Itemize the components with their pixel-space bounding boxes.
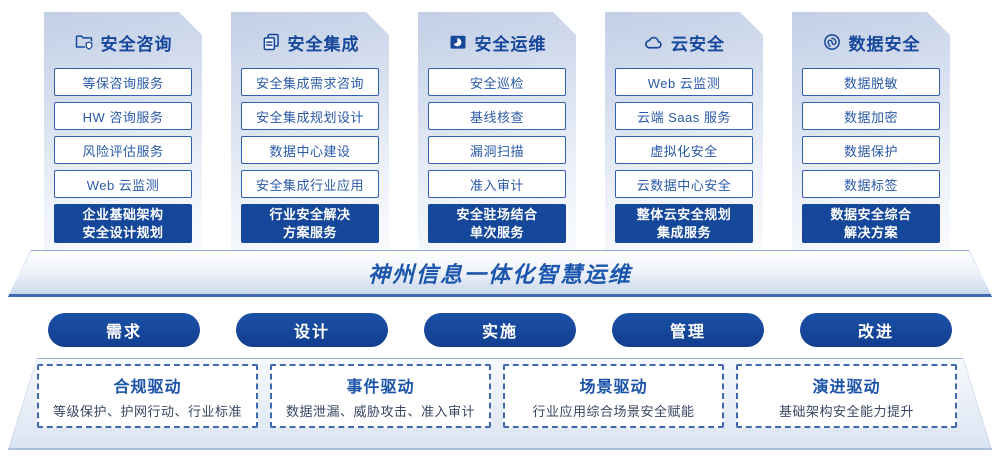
driver-title: 合规驱动: [113, 378, 182, 396]
solution-box: 整体云安全规划 集成服务: [615, 204, 753, 243]
service-item: Web 云监测: [54, 170, 192, 198]
service-item-list: Web 云监测 云端 Saas 服务 虚拟化安全 云数据中心安全: [615, 68, 753, 198]
driver-description: 基础架构安全能力提升: [778, 403, 914, 419]
service-item: 安全集成规划设计: [241, 102, 379, 130]
service-item: Web 云监测: [615, 68, 753, 96]
column-title: 安全集成: [287, 34, 360, 54]
solution-line: 集成服务: [656, 224, 711, 240]
service-item: 数据脱敏: [802, 68, 940, 96]
solution-line: 安全设计规划: [82, 224, 164, 240]
service-item: 安全巡检: [428, 68, 566, 96]
driver-box-compliance: 合规驱动 等级保护、护网行动、行业标准: [37, 364, 258, 428]
service-item: HW 咨询服务: [54, 102, 192, 130]
solution-line: 行业安全解决: [269, 206, 351, 222]
service-item-list: 安全集成需求咨询 安全集成规划设计 数据中心建设 安全集成行业应用: [241, 68, 379, 198]
service-item-list: 安全巡检 基线核查 漏洞扫描 准入审计: [428, 68, 566, 198]
driver-box-scenario: 场景驱动 行业应用综合场景安全赋能: [503, 364, 724, 428]
solution-line: 解决方案: [843, 224, 898, 240]
service-item: 数据标签: [802, 170, 940, 198]
cloud-icon: [643, 32, 664, 53]
service-item: 数据保护: [802, 136, 940, 164]
service-item: 等保咨询服务: [54, 68, 192, 96]
column-data-security: 数据安全 数据脱敏 数据加密 数据保护 数据标签 数据安全综合 解决方案: [792, 12, 950, 250]
service-item: 云端 Saas 服务: [615, 102, 753, 130]
service-item: 云数据中心安全: [615, 170, 753, 198]
solution-line: 数据安全综合: [830, 206, 912, 222]
platform-banner: 神州信息一体化智慧运维: [8, 250, 992, 297]
solution-line: 整体云安全规划: [636, 206, 732, 222]
solution-line: 方案服务: [282, 224, 337, 240]
solution-box: 安全驻场结合 单次服务: [428, 204, 566, 243]
process-pill-design: 设计: [236, 313, 388, 347]
driver-description: 等级保护、护网行动、行业标准: [52, 403, 242, 419]
solution-box: 企业基础架构 安全设计规划: [54, 204, 192, 243]
service-item: 安全集成需求咨询: [241, 68, 379, 96]
column-header: 安全集成: [231, 29, 389, 55]
column-header: 安全咨询: [44, 29, 202, 55]
column-header: 安全运维: [418, 29, 576, 55]
column-cloud-security: 云安全 Web 云监测 云端 Saas 服务 虚拟化安全 云数据中心安全 整体云…: [605, 12, 763, 250]
column-title: 云安全: [671, 34, 725, 54]
service-item: 漏洞扫描: [428, 136, 566, 164]
driver-title: 事件驱动: [346, 378, 415, 396]
service-item: 数据中心建设: [241, 136, 379, 164]
solution-line: 企业基础架构: [82, 206, 164, 222]
process-pill-demand: 需求: [48, 313, 200, 347]
column-header: 云安全: [605, 29, 763, 55]
driver-box-incident: 事件驱动 数据泄漏、威胁攻击、准入审计: [270, 364, 491, 428]
column-security-consulting: 安全咨询 等保咨询服务 HW 咨询服务 风险评估服务 Web 云监测 企业基础架…: [44, 12, 202, 250]
service-item-list: 数据脱敏 数据加密 数据保护 数据标签: [802, 68, 940, 198]
solution-box: 数据安全综合 解决方案: [802, 204, 940, 243]
service-item: 风险评估服务: [54, 136, 192, 164]
process-pill-management: 管理: [612, 313, 764, 347]
driver-description: 数据泄漏、威胁攻击、准入审计: [285, 403, 475, 419]
folder-shield-icon: [74, 32, 94, 52]
column-title: 安全咨询: [100, 34, 173, 54]
service-item: 数据加密: [802, 102, 940, 130]
service-item: 基线核查: [428, 102, 566, 130]
service-item: 准入审计: [428, 170, 566, 198]
column-security-integration: 安全集成 安全集成需求咨询 安全集成规划设计 数据中心建设 安全集成行业应用 行…: [231, 12, 389, 250]
driver-title: 演进驱动: [812, 378, 881, 396]
solution-line: 安全驻场结合: [456, 206, 538, 222]
column-title: 安全运维: [474, 34, 547, 54]
column-title: 数据安全: [848, 34, 921, 54]
solution-line: 单次服务: [469, 224, 524, 240]
driver-title: 场景驱动: [579, 378, 648, 396]
service-item: 虚拟化安全: [615, 136, 753, 164]
fingerprint-icon: [822, 32, 842, 52]
monitor-folder-icon: [448, 32, 468, 52]
process-pill-improvement: 改进: [800, 313, 952, 347]
solution-box: 行业安全解决 方案服务: [241, 204, 379, 243]
service-item: 安全集成行业应用: [241, 170, 379, 198]
driver-description: 行业应用综合场景安全赋能: [532, 403, 695, 419]
driver-box-evolution: 演进驱动 基础架构安全能力提升: [736, 364, 957, 428]
column-security-operations: 安全运维 安全巡检 基线核查 漏洞扫描 准入审计 安全驻场结合 单次服务: [418, 12, 576, 250]
banner-title: 神州信息一体化智慧运维: [367, 261, 632, 287]
process-pill-implementation: 实施: [424, 313, 576, 347]
column-header: 数据安全: [792, 29, 950, 55]
service-item-list: 等保咨询服务 HW 咨询服务 风险评估服务 Web 云监测: [54, 68, 192, 198]
copy-documents-icon: [261, 32, 281, 52]
platform-banner-surface: 神州信息一体化智慧运维: [9, 251, 991, 294]
